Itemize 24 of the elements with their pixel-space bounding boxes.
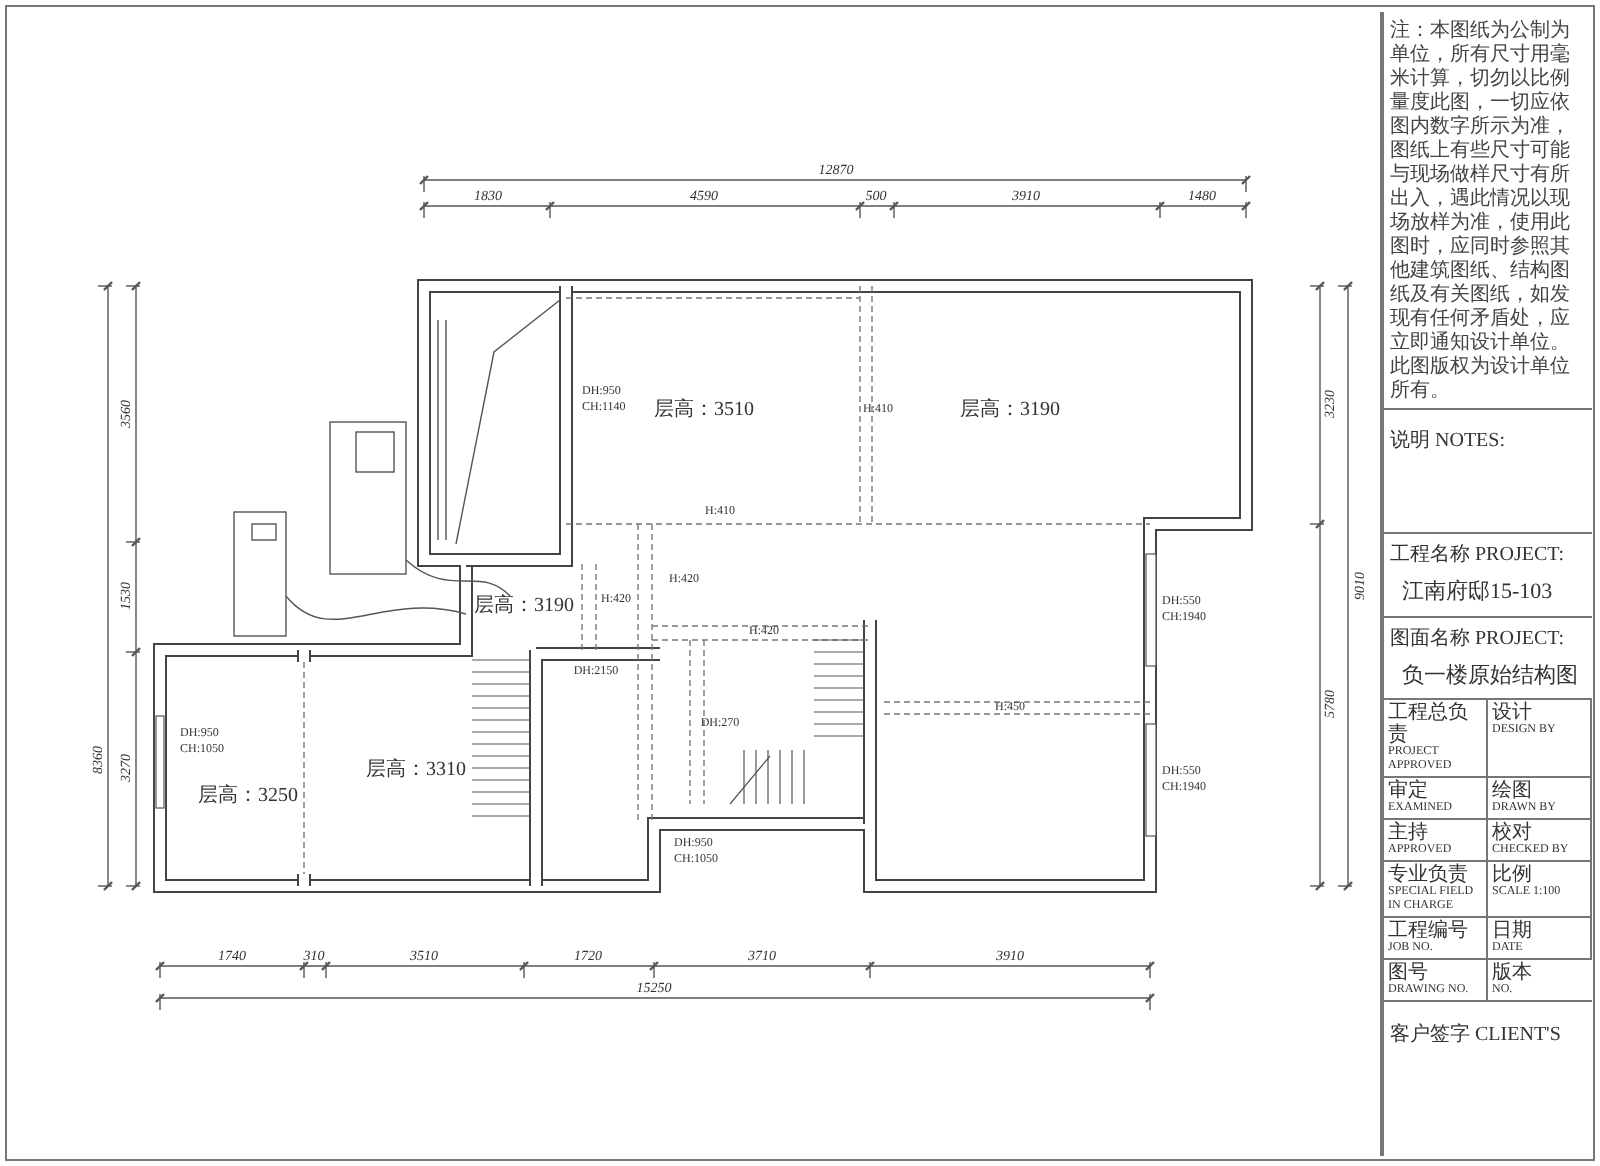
title-block-field: 日期 (1492, 920, 1586, 942)
title-block-field: 审定 (1388, 780, 1482, 802)
title-block-field: 工程总负责 (1388, 702, 1482, 746)
title-block-field: 设计 (1492, 702, 1586, 724)
drawing-name: 负一楼原始结构图 (1400, 661, 1580, 691)
project-heading: 工程名称 PROJECT: (1390, 542, 1567, 570)
room-height-label: 层高：3190 (474, 592, 574, 621)
title-block-field: 工程编号 (1388, 920, 1482, 942)
client-signature-heading: 客户签字 CLIENT'S (1390, 1024, 1561, 1046)
title-block-field: 校对 (1492, 822, 1586, 844)
note-text: 注：本图纸为公制为单位，所有尺寸用毫米计算，切勿以比例量度此图，一切应依图内数字所示为准，图纸上有些尺寸可能与现场做样尺寸有所出入，遇此情况以现场放样为准，使用此图时，应同时参照其他建筑图纸、结构图纸及有关图纸，如发现有任何矛盾处，应立即通知设计单位。此图版权为设计单位所有。 (1390, 20, 1572, 404)
room-height-label: 层高：3310 (366, 756, 466, 785)
room-height-label: 层高：3510 (654, 396, 754, 425)
title-block-field: 专业负责 (1388, 864, 1482, 886)
title-block-field: 图号 (1388, 962, 1482, 984)
title-block-field: 比例 (1492, 864, 1586, 886)
room-height-label: 层高：3190 (960, 396, 1060, 425)
project-name: 江南府邸15-103 (1400, 577, 1555, 608)
room-height-label: 层高：3250 (198, 782, 298, 811)
title-block-field: 主持 (1388, 822, 1482, 844)
title-block-field: 版本 (1492, 962, 1588, 984)
drawing-name-heading: 图面名称 PROJECT: (1390, 625, 1567, 653)
title-block-field: 绘图 (1492, 780, 1586, 802)
notes-heading: 说明 NOTES: (1390, 430, 1505, 452)
